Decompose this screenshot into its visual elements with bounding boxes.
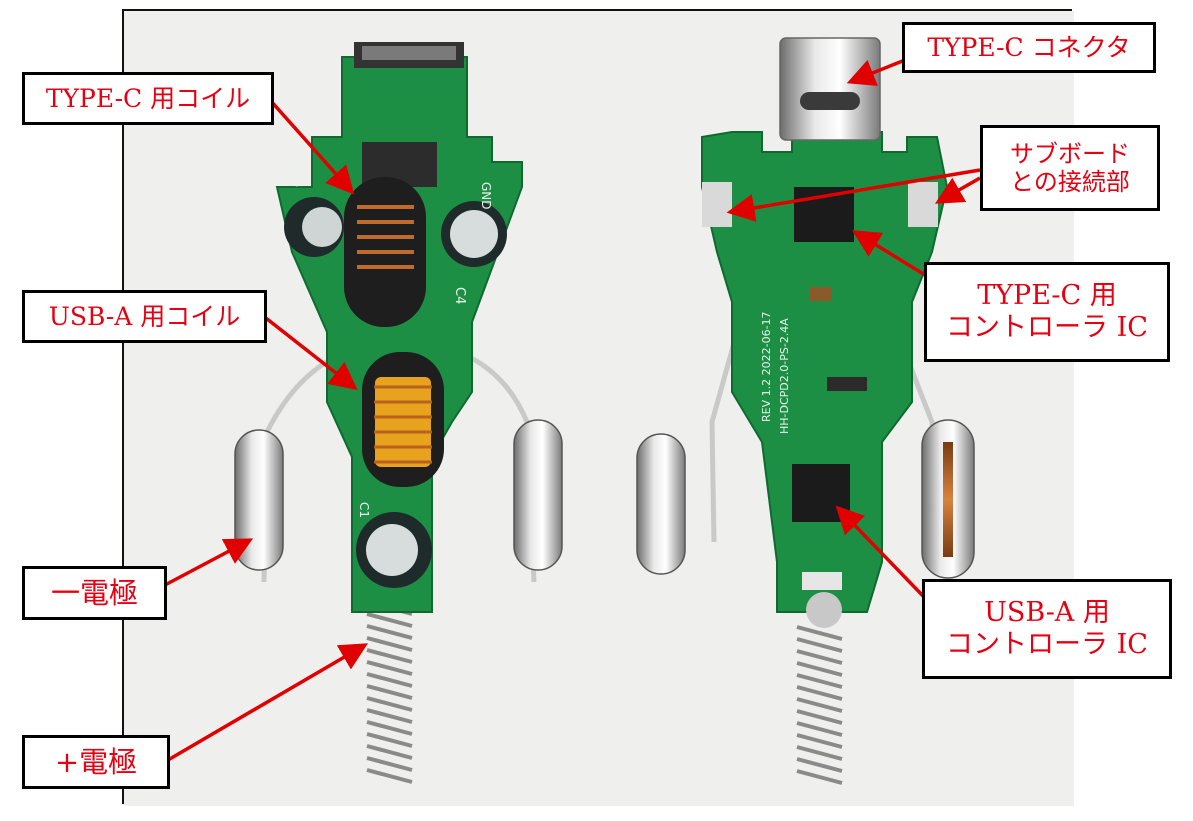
label-pos-electrode-text: +電極 (54, 744, 138, 779)
charger-board-illustration: C3 C4 GND C1 REV 1.2 2022-06-17 HH-DCPD (124, 11, 1074, 806)
arrow-subboard-left (726, 168, 981, 222)
product-photo: C3 C4 GND C1 REV 1.2 2022-06-17 HH-DCPD (122, 9, 1074, 806)
label-subboard-line1: サブボード (1010, 139, 1130, 168)
arrow-typec-ic (852, 230, 931, 280)
label-pos-electrode: +電極 (22, 735, 170, 789)
label-typec-coil-text: TYPE-C 用コイル (45, 83, 251, 113)
neg-electrode-cap (234, 429, 284, 571)
arrow-pos-electrode (167, 643, 369, 762)
silk-c3: C3 (290, 170, 305, 187)
arrow-usba-ic (835, 505, 927, 600)
left-board: C3 C4 GND C1 (234, 42, 563, 784)
label-usba-controller: USB-A 用 コントローラ IC (922, 579, 1172, 679)
label-usba-ic-line1: USB-A 用 (984, 597, 1110, 629)
pos-side-cap (513, 419, 563, 571)
arrow-subboard-right (934, 176, 981, 204)
subboard-pad-right (908, 182, 938, 227)
label-typec-connector-text: TYPE-C コネクタ (927, 32, 1131, 62)
silk-gnd: GND (479, 182, 493, 210)
label-subboard-line2: との接続部 (1010, 168, 1130, 196)
arrow-typec-connector (846, 58, 906, 86)
silk-c1: C1 (357, 502, 371, 518)
label-usba-ic-line2: コントローラ IC (946, 629, 1148, 660)
label-subboard-connection: サブボード との接続部 (980, 125, 1160, 211)
typec-coil-left (344, 177, 426, 327)
spring-right (796, 625, 843, 785)
label-typec-ic-line1: TYPE-C 用 (977, 280, 1117, 312)
label-usba-coil: USB-A 用コイル (22, 290, 267, 343)
label-neg-electrode: 一電極 (22, 566, 167, 620)
silk-c4: C4 (452, 287, 467, 304)
label-usba-coil-text: USB-A 用コイル (48, 301, 241, 331)
usba-coil-left (362, 352, 444, 487)
label-typec-controller: TYPE-C 用 コントローラ IC (924, 262, 1170, 362)
arrow-typec-coil (268, 98, 355, 195)
arrow-neg-electrode (164, 538, 254, 587)
left-pcb (275, 56, 523, 613)
silk-revision: REV 1.2 2022-06-17 (760, 311, 773, 422)
label-typec-coil: TYPE-C 用コイル (22, 72, 274, 125)
silk-model: HH-DCPD2.0-PS-2.4A (778, 318, 791, 434)
label-typec-ic-line2: コントローラ IC (946, 312, 1148, 343)
arrow-usba-coil (260, 313, 358, 391)
label-neg-electrode-text: 一電極 (50, 575, 138, 610)
label-typec-connector: TYPE-C コネクタ (902, 22, 1156, 73)
